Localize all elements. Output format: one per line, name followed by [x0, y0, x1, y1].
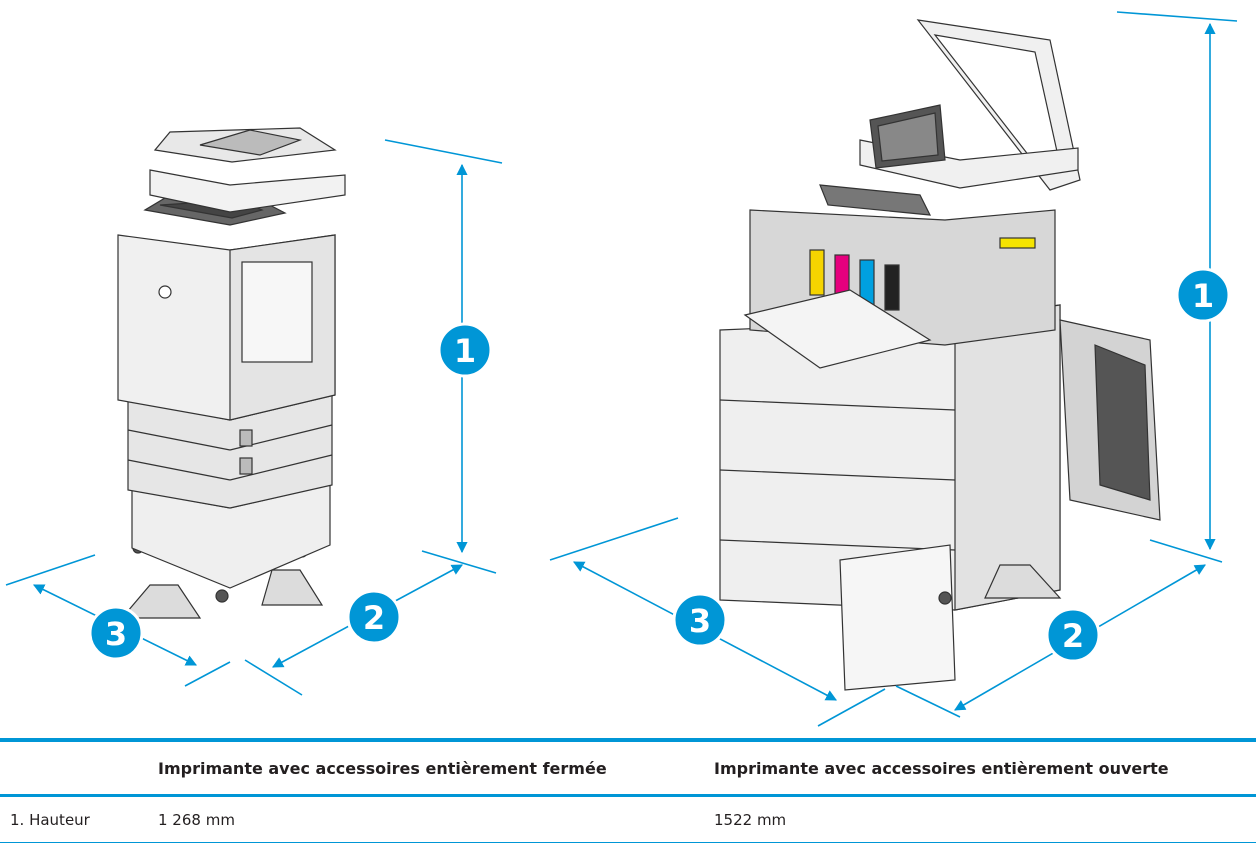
printer-open-illustration — [719, 19, 1161, 691]
callout-height-open: 1 — [1175, 267, 1231, 323]
callout-depth-closed: 2 — [346, 589, 402, 645]
svg-text:3: 3 — [689, 602, 711, 640]
svg-text:2: 2 — [1062, 617, 1084, 655]
row-value-closed: 1 268 mm — [148, 795, 704, 843]
header-closed-column: Imprimante avec accessoires entièrement … — [158, 758, 607, 778]
table-row: 1. Hauteur 1 268 mm 1522 mm — [0, 795, 1256, 843]
table-header-row: Imprimante avec accessoires entièrement … — [0, 740, 1256, 796]
printer-closed-illustration — [117, 127, 346, 619]
header-open-column: Imprimante avec accessoires entièrement … — [714, 758, 1169, 778]
callout-height-closed: 1 — [437, 322, 493, 378]
dimensions-table: Imprimante avec accessoires entièrement … — [0, 738, 1256, 843]
header-label-column — [0, 740, 148, 796]
svg-text:1: 1 — [454, 332, 476, 370]
row-label: 1. Hauteur — [0, 795, 148, 843]
dimensions-figure: 1 2 3 1 2 3 — [5, 11, 1238, 727]
callout-depth-open: 2 — [1045, 607, 1101, 663]
callout-width-closed: 3 — [88, 605, 144, 661]
svg-text:1: 1 — [1192, 277, 1214, 315]
svg-text:2: 2 — [363, 599, 385, 637]
callout-width-open: 3 — [672, 592, 728, 648]
row-value-open: 1522 mm — [704, 795, 1256, 843]
svg-text:3: 3 — [105, 615, 127, 653]
